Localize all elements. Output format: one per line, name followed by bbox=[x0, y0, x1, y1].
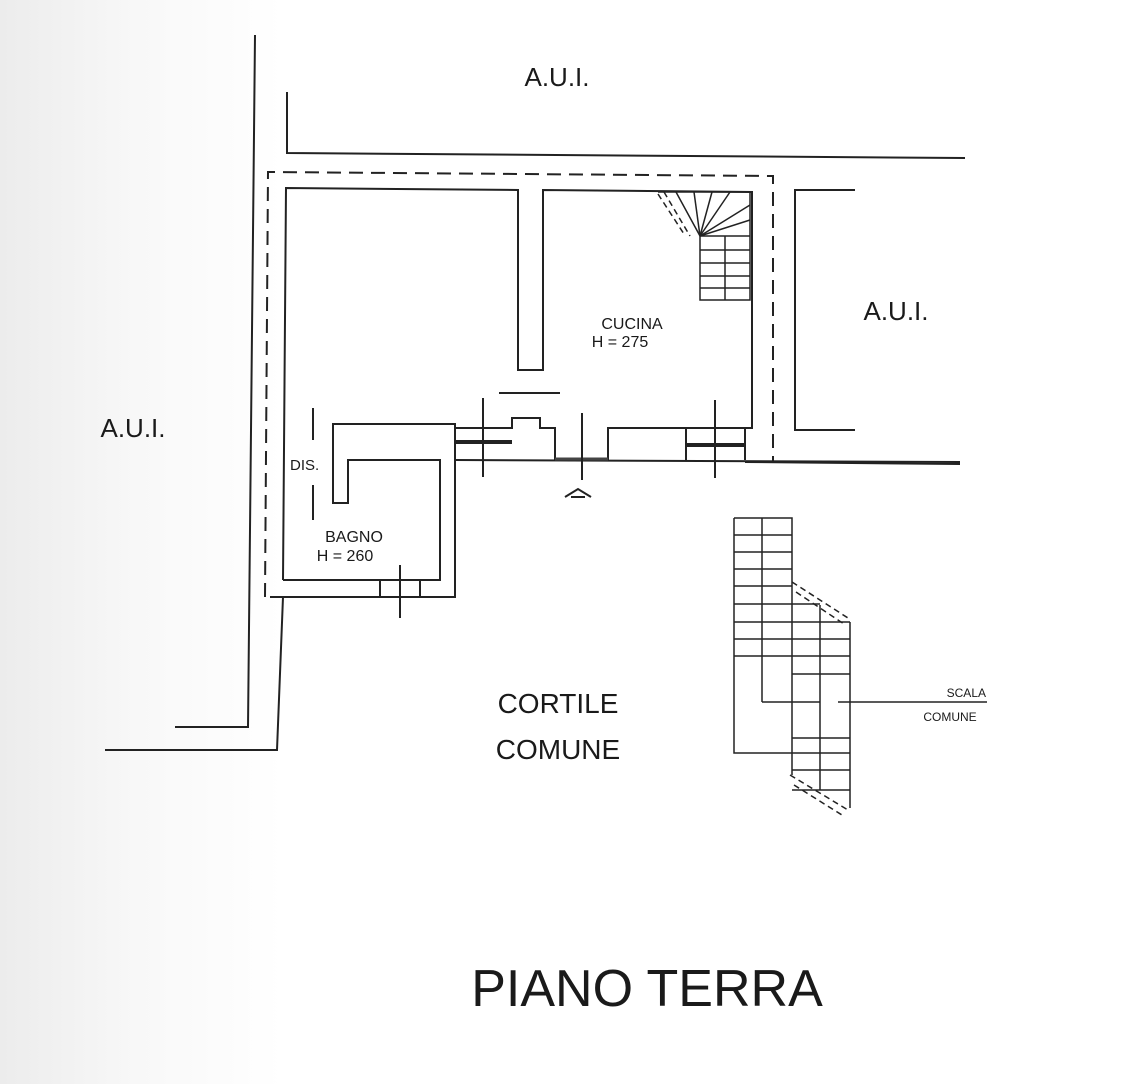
label-dis: DIS. bbox=[290, 457, 319, 474]
label-cortile: CORTILE bbox=[498, 688, 619, 719]
label-cucina-height: H = 275 bbox=[592, 334, 649, 351]
label-aui-right: A.U.I. bbox=[863, 296, 928, 326]
entrance-arrow-icon bbox=[564, 487, 592, 498]
boundary-walls bbox=[105, 34, 966, 751]
label-cucina: CUCINA bbox=[601, 316, 663, 333]
label-aui-top: A.U.I. bbox=[524, 62, 589, 92]
label-bagno: BAGNO bbox=[325, 529, 383, 546]
common-staircase bbox=[733, 517, 987, 816]
label-scala-comune: COMUNE bbox=[923, 710, 976, 724]
label-aui-left: A.U.I. bbox=[100, 413, 165, 443]
plan-title: PIANO TERRA bbox=[471, 960, 823, 1018]
label-scala: SCALA bbox=[947, 686, 986, 700]
internal-staircase bbox=[657, 191, 751, 301]
label-bagno-height: H = 260 bbox=[317, 548, 374, 565]
interior-walls bbox=[270, 186, 961, 618]
label-cortile-comune: COMUNE bbox=[496, 734, 620, 765]
